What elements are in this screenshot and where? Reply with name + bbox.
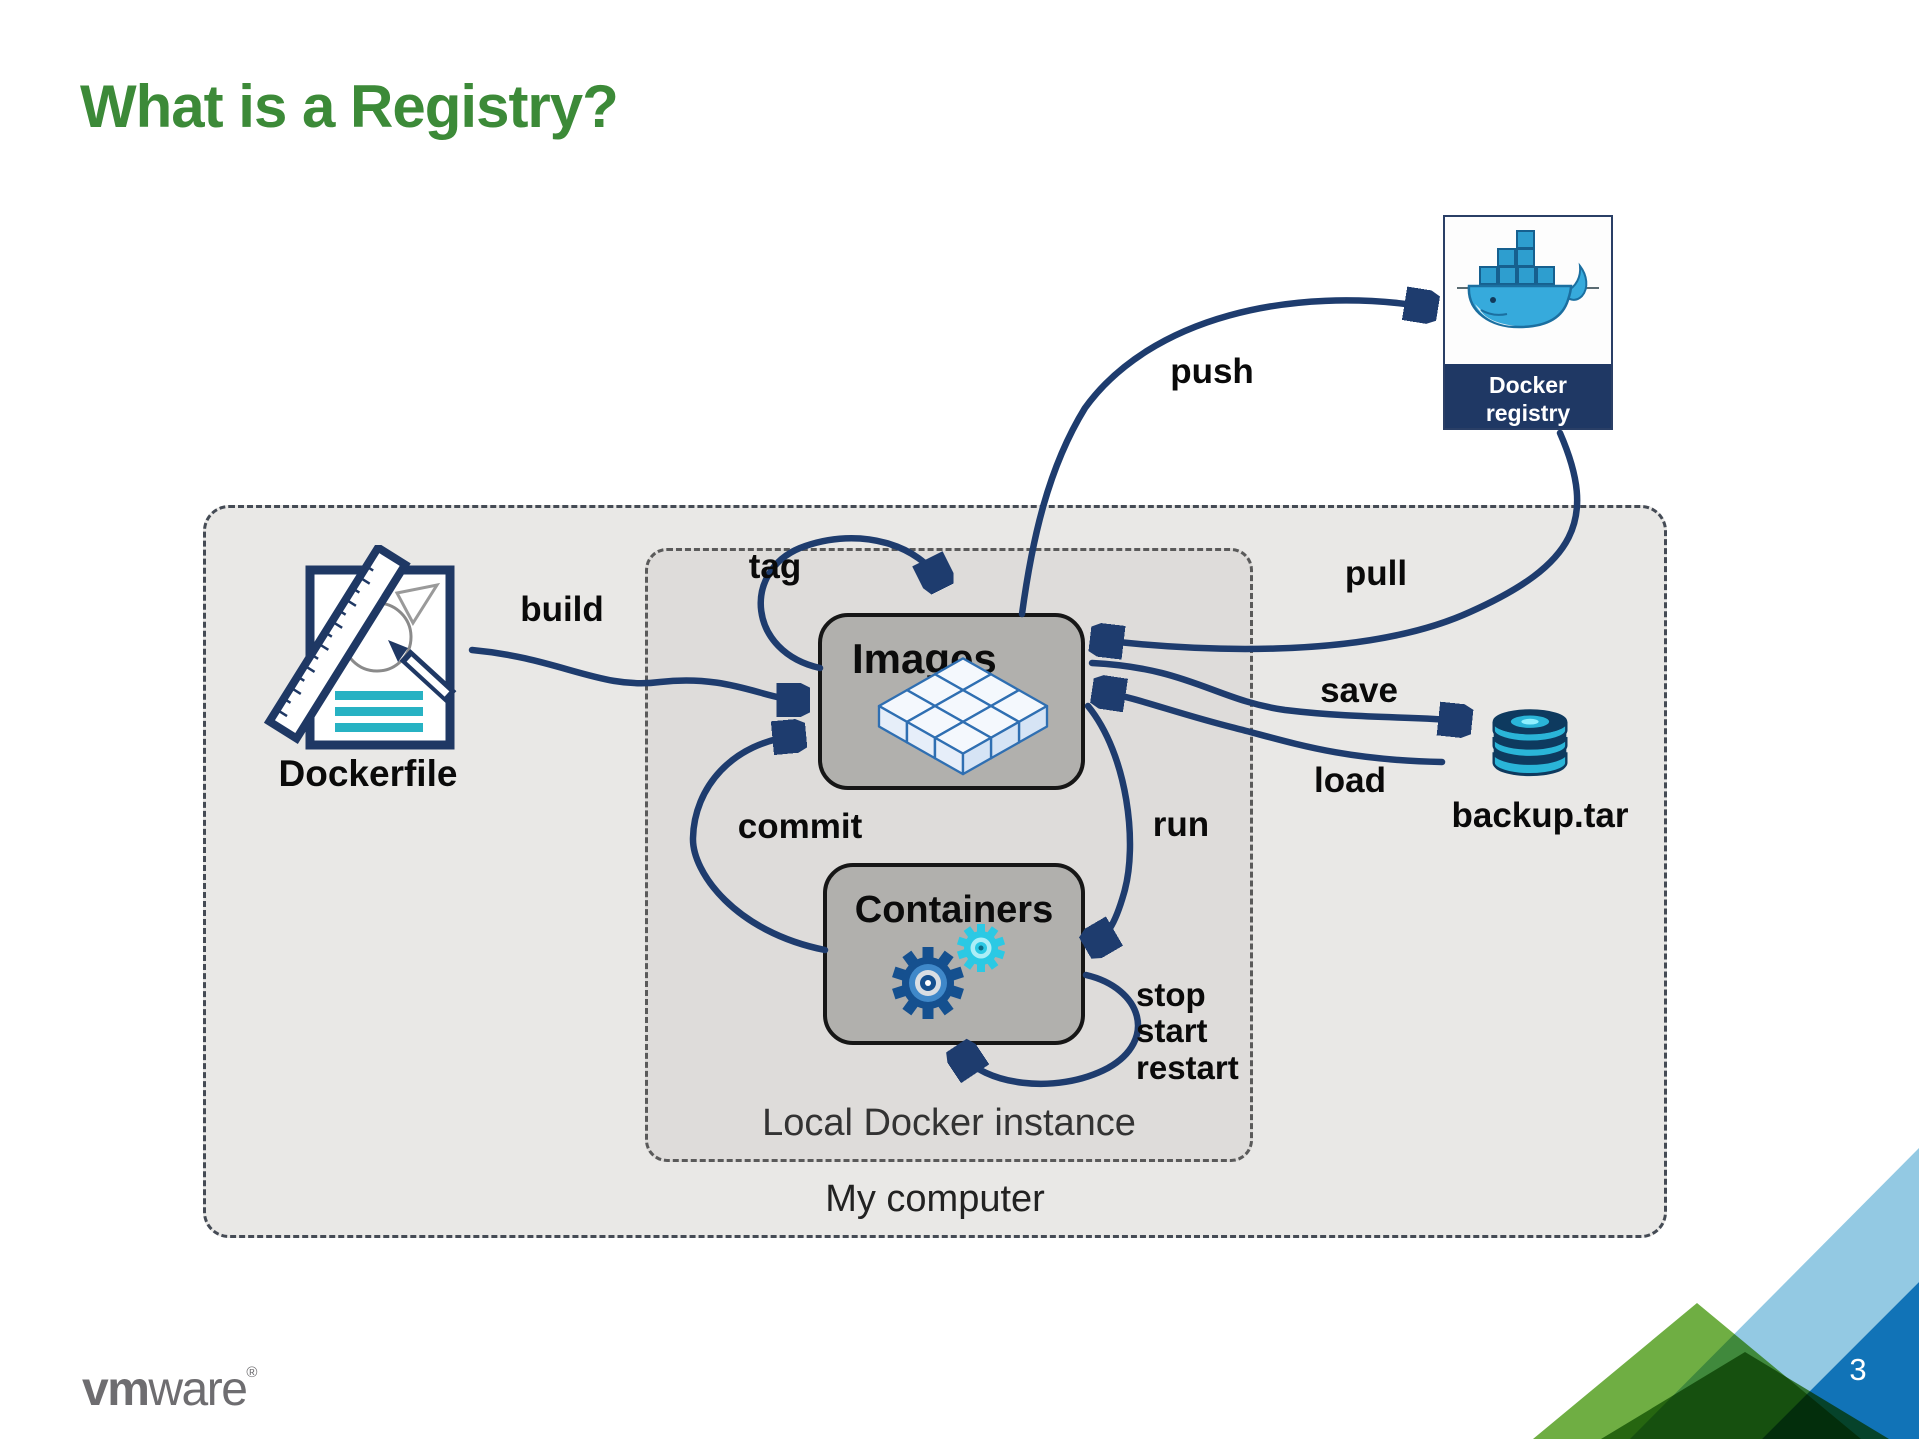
edge-label-stop-start-restart: stop start restart — [1136, 976, 1239, 1086]
edge-label-save: save — [1320, 671, 1398, 710]
my-computer-label: My computer — [825, 1178, 1045, 1220]
page-number: 3 — [1849, 1352, 1867, 1387]
small-gear — [956, 924, 1006, 972]
big-gear — [892, 947, 964, 1019]
vmware-logo: vmware® — [82, 1362, 257, 1417]
edge-label-restart: restart — [1136, 1048, 1239, 1086]
registered-trademark-icon: ® — [246, 1364, 258, 1381]
edge-label-tag: tag — [748, 547, 802, 586]
vmware-logo-vm: vm — [82, 1363, 150, 1416]
backup-tar-label: backup.tar — [1451, 796, 1629, 835]
dockerfile-label: Dockerfile — [278, 753, 458, 794]
backup-tar-database-icon — [1492, 709, 1568, 777]
local-docker-instance-label: Local Docker instance — [762, 1102, 1136, 1144]
vmware-logo-ware: ware — [148, 1363, 248, 1416]
edge-label-build: build — [520, 590, 604, 629]
docker-whale-icon — [1457, 230, 1599, 329]
docker-registry-label: Docker registry — [1445, 364, 1611, 428]
containers-node-label: Containers — [854, 889, 1054, 931]
dockerfile-icon — [263, 545, 457, 750]
edge-label-pull: pull — [1344, 554, 1408, 593]
edge-label-load: load — [1314, 761, 1386, 800]
edge-label-push: push — [1170, 352, 1254, 391]
page-title: What is a Registry? — [80, 73, 619, 140]
gears-icon — [892, 924, 1006, 1019]
corner-triangles-decoration — [1533, 1148, 1919, 1439]
edge-label-run: run — [1152, 805, 1210, 844]
image-layers-cubes-icon — [877, 657, 1049, 776]
edge-label-commit: commit — [737, 807, 863, 846]
edge-label-stop: stop — [1136, 976, 1206, 1013]
ruler — [263, 545, 411, 744]
edge-label-start: start — [1136, 1012, 1208, 1050]
